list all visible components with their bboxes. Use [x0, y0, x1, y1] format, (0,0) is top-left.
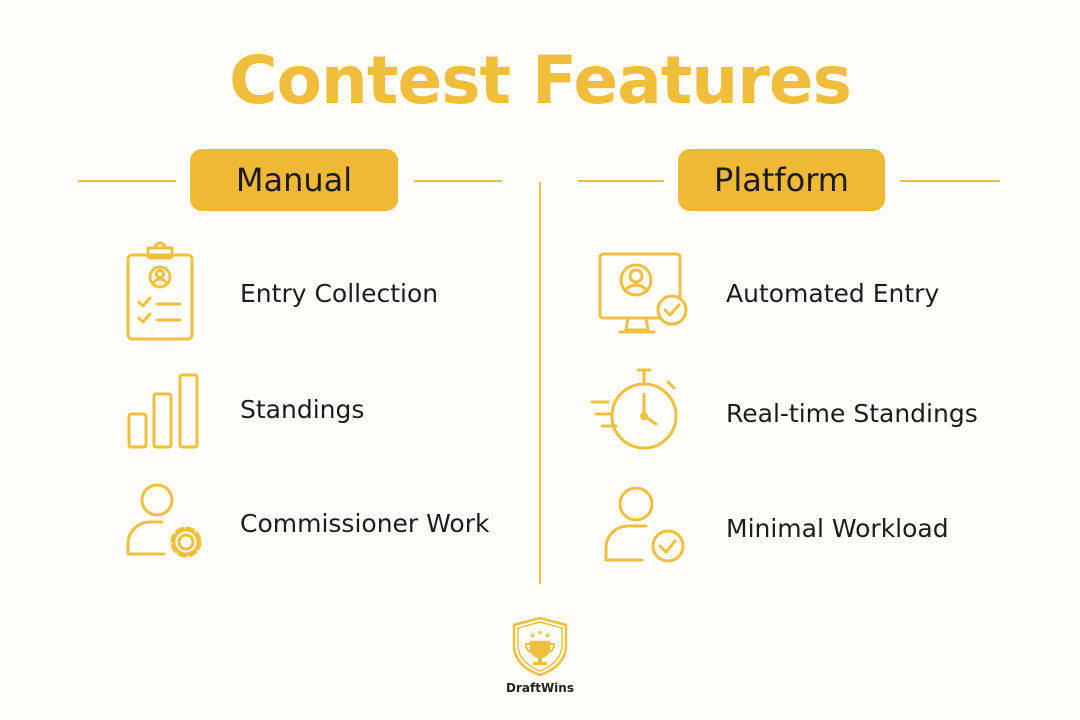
stopwatch-icon: [588, 362, 684, 458]
svg-text:★: ★: [529, 631, 536, 640]
brand-name: DraftWins: [506, 681, 574, 695]
divider-line: [414, 180, 502, 182]
column-header-platform: Platform: [678, 149, 885, 211]
feature-label: Commissioner Work: [240, 509, 490, 538]
divider-line: [900, 180, 1000, 182]
divider-line: [78, 180, 176, 182]
feature-label: Real-time Standings: [726, 399, 978, 428]
user-gear-icon: [124, 482, 208, 566]
feature-label: Entry Collection: [240, 279, 439, 308]
bar-chart-icon: [126, 372, 202, 450]
feature-label: Minimal Workload: [726, 514, 949, 543]
column-divider: [539, 182, 541, 584]
column-header-manual: Manual: [190, 149, 398, 211]
monitor-user-check-icon: [596, 250, 690, 338]
feature-label: Automated Entry: [726, 279, 940, 308]
page-title: Contest Features: [229, 42, 852, 119]
feature-label: Standings: [240, 395, 365, 424]
svg-text:★: ★: [544, 631, 551, 640]
user-check-icon: [602, 484, 688, 568]
divider-line: [578, 180, 664, 182]
trophy-shield-icon: ★ ★ ★: [509, 615, 571, 677]
clipboard-checklist-icon: [124, 238, 196, 344]
svg-text:★: ★: [537, 628, 544, 637]
